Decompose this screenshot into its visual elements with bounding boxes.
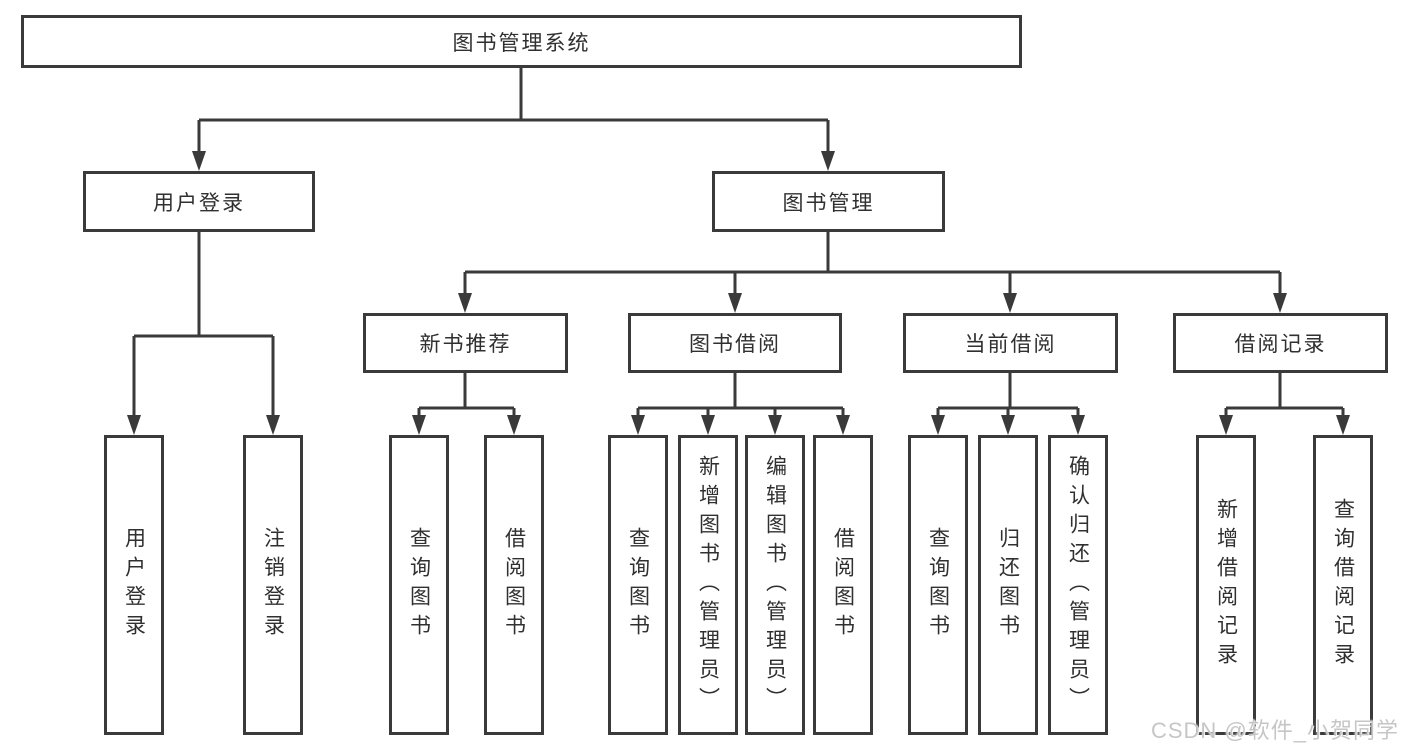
leaf-label: 归还图书 [996,527,1020,643]
node-user-login-branch: 用户登录 [83,171,315,232]
leaf-label: 查询图书 [926,527,950,643]
leaf-borrow-books: 借阅图书 [813,435,873,735]
node-label: 当前借阅 [964,333,1057,356]
node-root: 图书管理系统 [21,15,1022,68]
leaf-label: 用户登录 [122,527,146,643]
leaf-logout: 注销登录 [243,435,303,735]
connector-root-to-level2 [197,68,830,153]
leaf-query-borrow-record: 查询借阅记录 [1313,435,1373,735]
leaf-user-login: 用户登录 [104,435,164,735]
leaf-label: 新增图书（管理员） [696,454,720,716]
node-current-borrow: 当前借阅 [903,313,1118,373]
leaf-query-books-recommend: 查询图书 [389,435,449,735]
connector-user-login-branch [132,232,275,417]
leaf-label: 查询图书 [626,527,650,643]
node-label: 图书借阅 [689,333,781,356]
connector-book-management-branch [463,232,1282,295]
leaf-label: 查询借阅记录 [1331,498,1355,672]
leaf-borrow-books-recommend: 借阅图书 [484,435,544,735]
leaf-query-books-current: 查询图书 [908,435,968,735]
leaf-label: 注销登录 [261,527,285,643]
leaf-label: 新增借阅记录 [1214,498,1238,672]
node-label: 用户登录 [153,191,245,215]
node-new-book-recommend: 新书推荐 [363,313,568,373]
leaf-label: 确认归还（管理员） [1066,454,1090,716]
leaf-query-books-borrow: 查询图书 [608,435,668,735]
leaf-return-books: 归还图书 [978,435,1038,735]
connector-borrow-records-branch [1224,373,1345,417]
node-book-borrow: 图书借阅 [628,313,842,373]
leaf-add-book-admin: 新增图书（管理员） [678,435,738,735]
node-label: 图书管理 [782,191,875,215]
connector-current-borrow-branch [936,373,1080,417]
node-label: 借阅记录 [1234,333,1327,356]
node-book-management: 图书管理 [712,171,945,232]
csdn-watermark: CSDN @软件_小贺同学 [1150,718,1399,743]
arrowhead-icons [127,151,1350,435]
node-root-label: 图书管理系统 [452,31,591,55]
leaf-label: 查询图书 [407,527,431,643]
leaf-add-borrow-record: 新增借阅记录 [1196,435,1256,735]
node-label: 新书推荐 [419,333,512,356]
leaf-confirm-return-admin: 确认归还（管理员） [1048,435,1108,735]
node-borrow-records: 借阅记录 [1173,313,1388,373]
leaf-label: 编辑图书（管理员） [763,454,787,716]
connector-new-book-branch [417,373,516,417]
connector-book-borrow-branch [636,373,845,417]
leaf-edit-book-admin: 编辑图书（管理员） [745,435,805,735]
leaf-label: 借阅图书 [831,527,855,643]
leaf-label: 借阅图书 [502,527,526,643]
